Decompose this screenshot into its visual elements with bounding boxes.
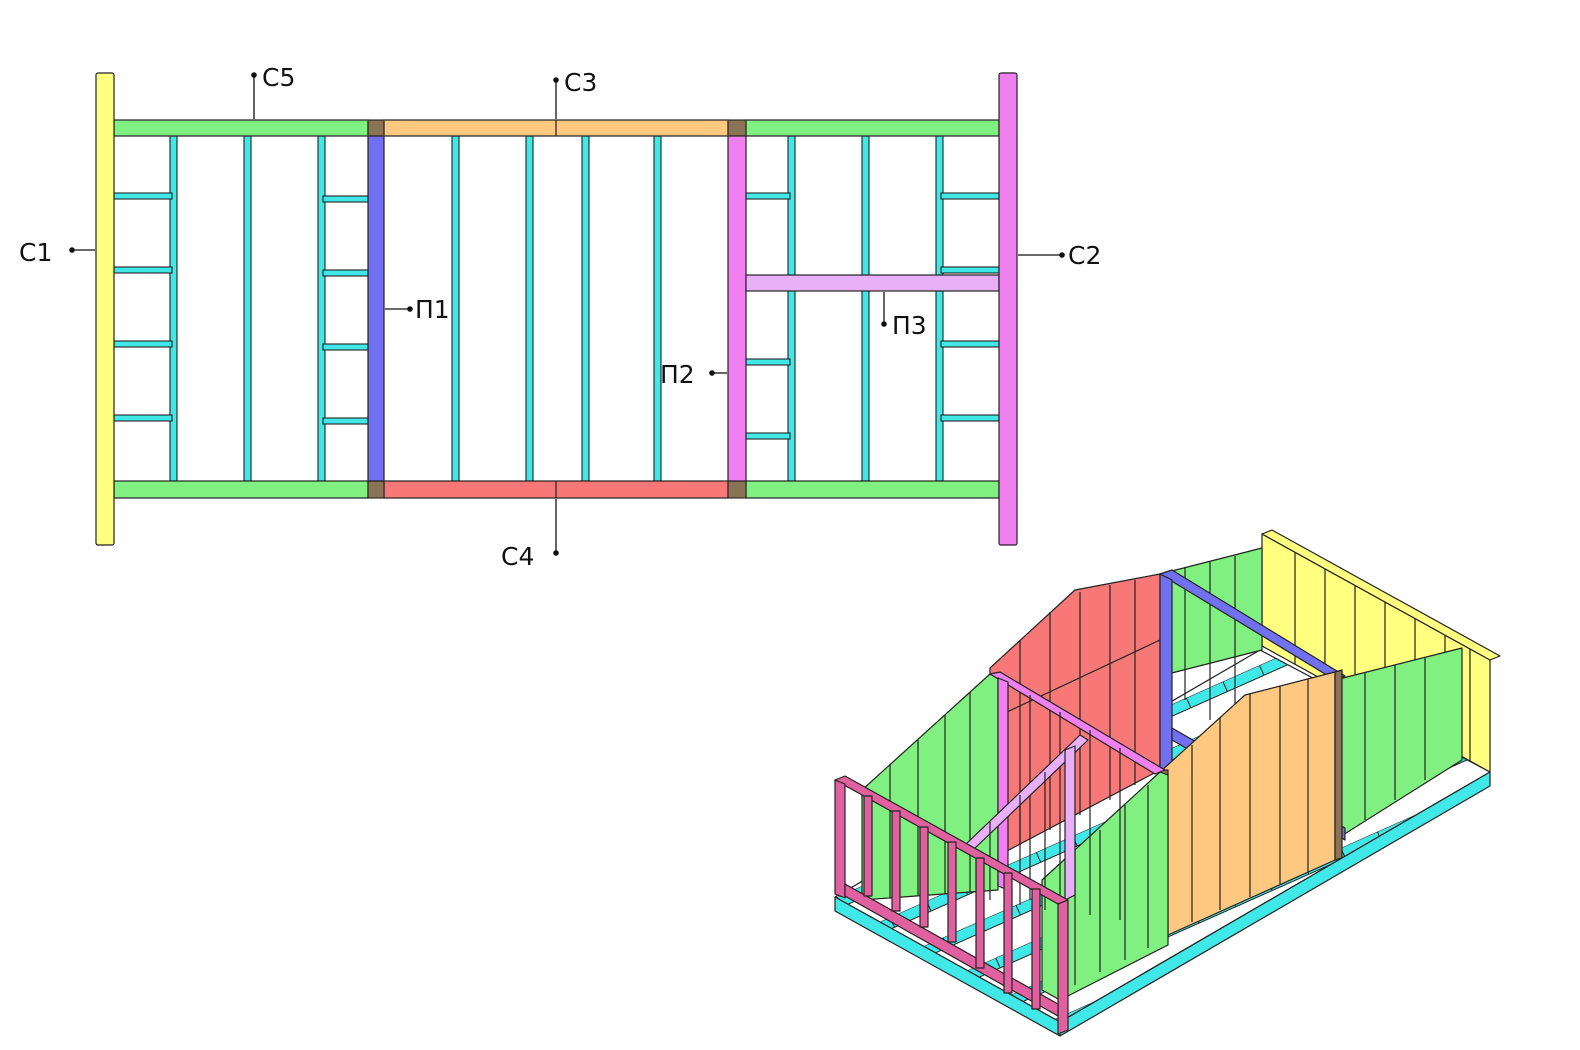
iso-wall-c3: [1159, 671, 1336, 936]
label-p3: П3: [892, 311, 927, 340]
plan-studs: [113, 135, 1000, 482]
floor-plan: С5 С3 С1 С2 П1 П2 П3 С4: [19, 63, 1101, 571]
label-c1: С1: [19, 238, 52, 267]
partition-p3: [745, 274, 1000, 292]
wall-c1: [95, 72, 115, 546]
iso-wall-c2: [834, 775, 1069, 1035]
wall-c5-bottom-right: [745, 480, 1000, 499]
wall-c5-top-left: [113, 119, 369, 137]
partition-p1: [367, 135, 385, 482]
iso-partition-p3: [964, 734, 1089, 910]
label-c2: С2: [1068, 241, 1101, 270]
label-p1: П1: [415, 295, 450, 324]
partition-p2: [727, 135, 747, 482]
label-c4: С4: [501, 542, 534, 571]
isometric-view: [834, 529, 1501, 1037]
wall-c5-top-right: [745, 119, 1000, 137]
label-c3: С3: [564, 68, 597, 97]
label-c5: С5: [262, 63, 295, 92]
wall-c2: [998, 72, 1018, 546]
wall-c5-bottom-left: [113, 480, 369, 499]
label-p2: П2: [660, 360, 695, 389]
